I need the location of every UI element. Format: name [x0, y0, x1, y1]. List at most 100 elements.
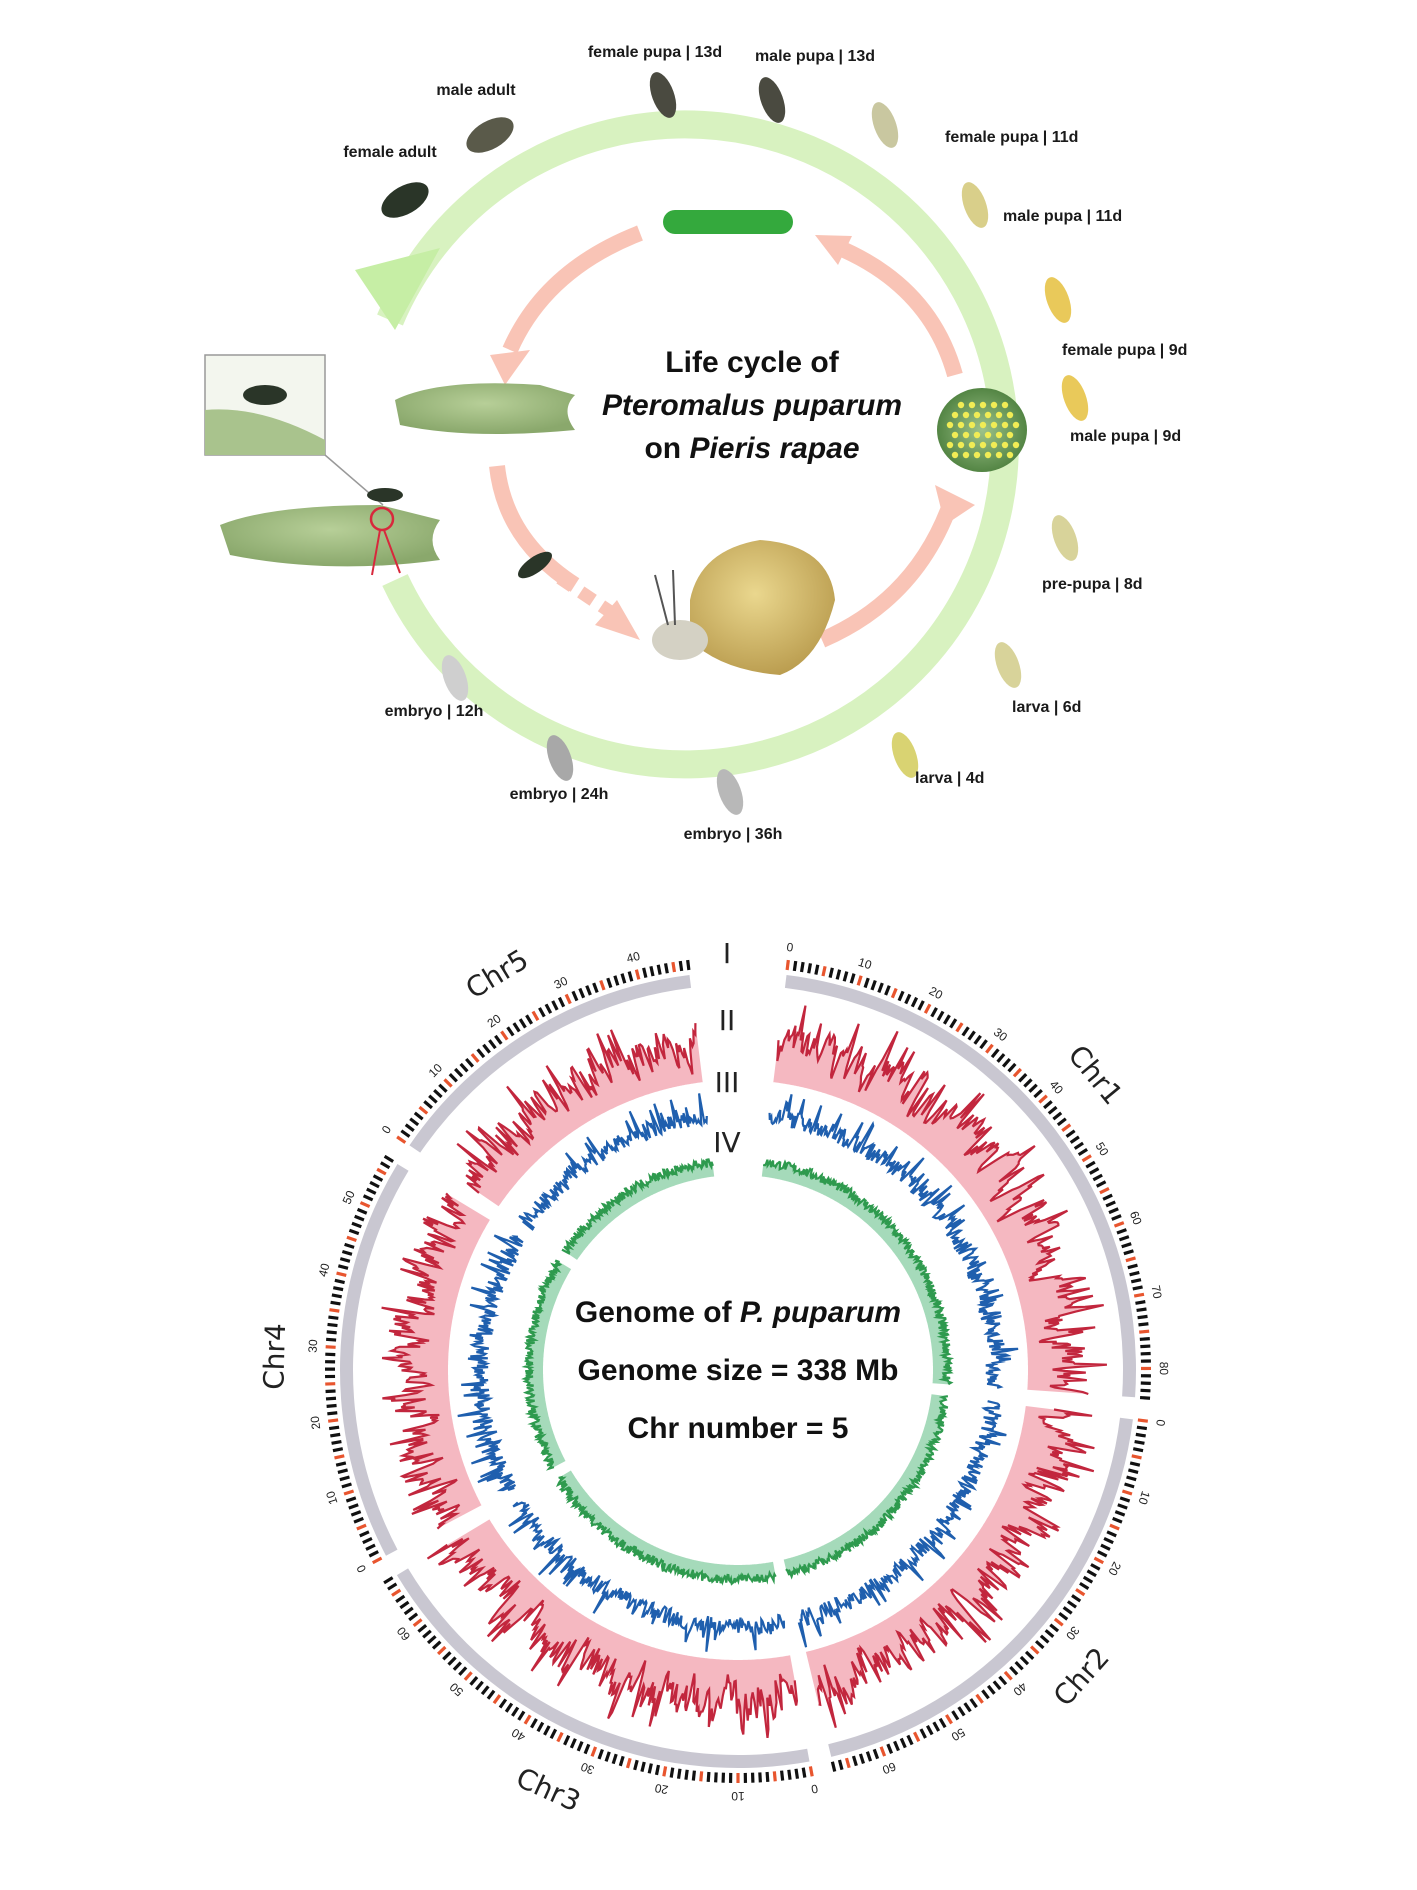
- stage-label: male adult: [436, 82, 516, 99]
- ovipositing-wasp: [517, 551, 553, 579]
- egg: [1001, 421, 1009, 429]
- tick-mark: [341, 1482, 352, 1489]
- tick-mark: [470, 1053, 480, 1063]
- tick-mark: [404, 1123, 415, 1132]
- tick-mark: [412, 1618, 423, 1628]
- tick-mark: [494, 1034, 503, 1045]
- tick-mark: [963, 1702, 972, 1713]
- tick-mark: [345, 1496, 357, 1503]
- callout-line-2: [383, 529, 401, 574]
- tick-label: 10: [731, 1789, 745, 1803]
- track-iii-line: [797, 1400, 1007, 1648]
- tick-label: 10: [426, 1061, 446, 1081]
- chromosome-ideogram: [396, 1568, 810, 1769]
- tick-mark: [465, 1057, 475, 1068]
- tick-mark: [865, 1751, 873, 1762]
- egg: [979, 421, 987, 429]
- tick-label: 50: [340, 1188, 358, 1206]
- tick-mark: [676, 1768, 682, 1779]
- callout-circle: [369, 506, 395, 532]
- tick-mark: [339, 1257, 351, 1263]
- tick-mark: [842, 971, 849, 982]
- tick-mark: [592, 982, 599, 993]
- tick-mark: [351, 1221, 362, 1229]
- tick-mark: [799, 961, 805, 973]
- tick-mark: [604, 1751, 611, 1762]
- tick-mark: [334, 1278, 345, 1285]
- tick-mark: [1135, 1432, 1146, 1438]
- adult-wasp-icon: [381, 182, 429, 218]
- egg: [951, 411, 959, 419]
- stage-label: female pupa | 11d: [945, 129, 1078, 146]
- tick-mark: [606, 977, 613, 989]
- tick-label: 20: [485, 1011, 504, 1030]
- callout-line-1: [371, 529, 381, 576]
- track-iv-fill: [761, 1159, 952, 1385]
- tick-mark: [1082, 1575, 1094, 1584]
- tick-label: 60: [394, 1624, 413, 1643]
- tick-mark: [531, 1010, 540, 1021]
- track-ii-line: [381, 1192, 467, 1530]
- tick-label: 50: [1093, 1140, 1112, 1159]
- tick-mark: [512, 1022, 521, 1033]
- tick-mark: [387, 1582, 398, 1591]
- tick-mark: [1052, 1111, 1063, 1121]
- tick-mark: [417, 1623, 428, 1633]
- tick-mark: [1136, 1307, 1147, 1313]
- tick-mark: [1093, 1556, 1105, 1565]
- wasp-on-pupa: [367, 488, 403, 502]
- chromosome-ideogram: [340, 1164, 409, 1556]
- tick-mark: [691, 1770, 697, 1781]
- track-ii-line: [776, 1005, 1107, 1396]
- stage-label: male pupa | 13d: [755, 48, 875, 65]
- tick-mark: [765, 1771, 770, 1783]
- tick-mark: [1106, 1530, 1117, 1538]
- tick-mark: [564, 993, 572, 1005]
- tick-label: 50: [447, 1680, 467, 1700]
- tick-mark: [1086, 1569, 1097, 1578]
- tick-label: 20: [927, 984, 946, 1003]
- tick-mark: [563, 1735, 571, 1746]
- tick-mark: [807, 963, 813, 974]
- lifecycle-title-line1: Life cycle of: [665, 346, 839, 379]
- tick-mark: [332, 1286, 344, 1292]
- egg-cluster: [937, 388, 1027, 472]
- tick-mark: [1121, 1242, 1132, 1249]
- stage-label: pre-pupa | 8d: [1042, 576, 1142, 593]
- tick-mark: [611, 1753, 618, 1765]
- tick-mark: [1003, 1670, 1013, 1681]
- chromosome-label: Chr5: [460, 943, 534, 1006]
- tick-mark: [1077, 1147, 1088, 1157]
- tick-mark: [1047, 1105, 1058, 1115]
- egg: [984, 431, 992, 439]
- egg: [1006, 411, 1014, 419]
- tick-mark: [942, 1014, 951, 1025]
- egg: [990, 421, 998, 429]
- tick-mark: [350, 1510, 362, 1517]
- tick-mark: [613, 975, 620, 986]
- circos-track-label-1: I: [723, 937, 731, 970]
- stage-label: larva | 4d: [915, 770, 984, 787]
- tick-mark: [625, 1757, 632, 1769]
- tick-mark: [348, 1503, 359, 1510]
- chromosome-label: Chr2: [1047, 1641, 1116, 1713]
- tick-mark: [599, 979, 606, 991]
- tick-mark: [1103, 1537, 1114, 1545]
- inset-leaf: [205, 409, 325, 455]
- tick-mark: [332, 1447, 344, 1453]
- tick-mark: [975, 1693, 984, 1704]
- tick-mark: [1023, 1078, 1033, 1088]
- tick-mark: [1127, 1263, 1138, 1270]
- egg: [962, 411, 970, 419]
- track-iv-fill: [558, 1470, 776, 1584]
- tick-mark: [899, 1737, 907, 1749]
- tick-mark: [671, 961, 677, 973]
- track-ii-line: [456, 1023, 697, 1194]
- inner-arrow-head-left: [490, 350, 530, 385]
- tick-label: 10: [1135, 1489, 1152, 1506]
- outer-arrow-head: [355, 248, 440, 330]
- tick-label: 40: [625, 949, 642, 966]
- tick-mark: [1139, 1395, 1151, 1400]
- tick-mark: [1119, 1496, 1131, 1503]
